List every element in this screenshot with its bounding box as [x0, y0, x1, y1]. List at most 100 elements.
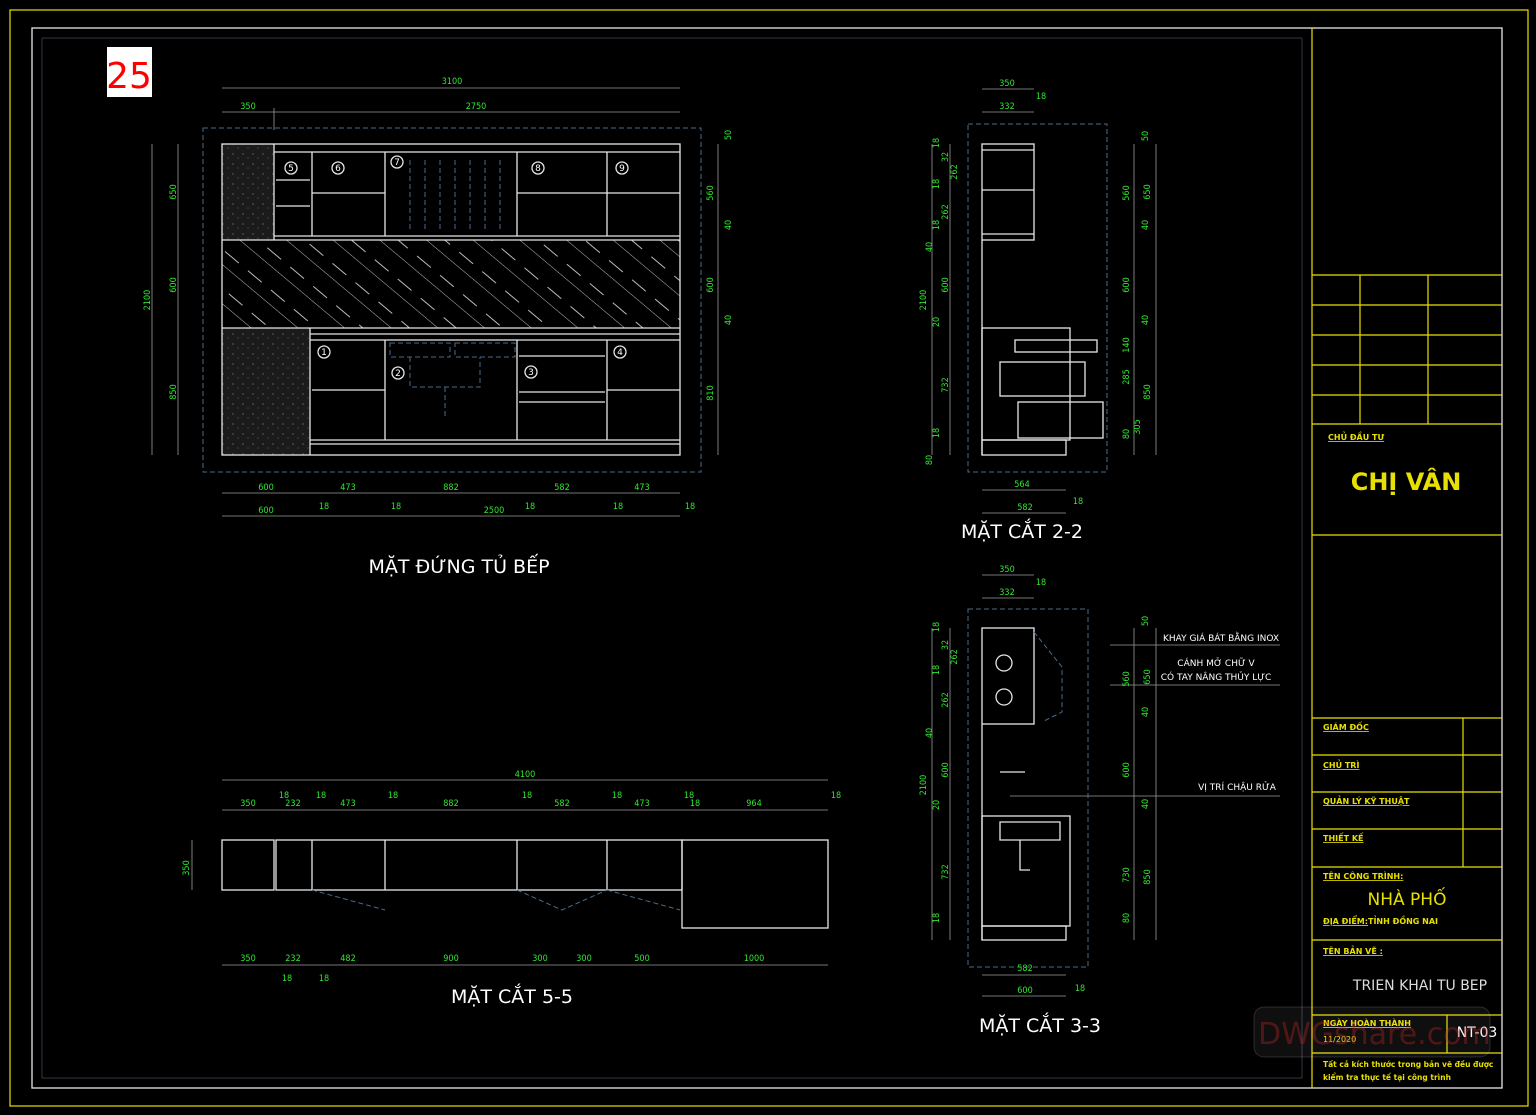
dimension-label: 2100	[143, 290, 153, 311]
dimension-label: 18	[685, 502, 695, 512]
dimension-label: 900	[443, 954, 458, 964]
dimension-label: 4100	[515, 770, 536, 780]
dimension-label: 18	[932, 179, 942, 189]
dimension-label: 600	[1122, 277, 1132, 292]
dimension-label: 500	[634, 954, 649, 964]
dimension-label: 300	[532, 954, 547, 964]
watermark: DWGshare.com	[1258, 1017, 1491, 1052]
dimension-label: 882	[443, 483, 458, 493]
cabinet-number-marker	[317, 345, 331, 359]
dimension-label: 850	[169, 384, 179, 399]
dimension-label: 582	[1017, 503, 1032, 513]
title-block	[1311, 28, 1502, 1088]
dimension-label: 850	[1143, 869, 1153, 884]
dimension-label: 650	[1143, 669, 1153, 684]
cabinet-number: 9	[619, 164, 625, 174]
dimension-label: 350	[240, 954, 255, 964]
disclaimer-line-1: Tất cả kích thước trong bản vẽ đều được	[1323, 1060, 1493, 1069]
dimension-label: 50	[724, 130, 734, 140]
cabinet-number-marker	[524, 365, 538, 379]
dimension-label: 600	[941, 762, 951, 777]
section-5-5	[191, 779, 829, 966]
dimension-label: 582	[554, 483, 569, 493]
dimension-label: 18	[690, 799, 700, 809]
dimension-label: 18	[684, 791, 694, 801]
dimension-label: 600	[169, 277, 179, 292]
dimension-label: 232	[285, 954, 300, 964]
cabinet-number-marker	[615, 161, 629, 175]
watermark-box	[1253, 1006, 1491, 1058]
dimension-label: 18	[932, 622, 942, 632]
dimension-label: 482	[340, 954, 355, 964]
dimension-label: 18	[1036, 92, 1046, 102]
dimension-label: 18	[1036, 578, 1046, 588]
dimension-label: 730	[1122, 867, 1132, 882]
cabinet-number-marker	[284, 161, 298, 175]
disclaimer-line-2: kiểm tra thực tế tại công trình	[1323, 1073, 1451, 1082]
dimension-label: 18	[932, 665, 942, 675]
dimension-label: 80	[1122, 913, 1132, 923]
dimension-label: 332	[999, 588, 1014, 598]
dimension-label: 80	[1122, 429, 1132, 439]
cabinet-number-marker	[390, 155, 404, 169]
dimension-label: 473	[634, 483, 649, 493]
dimension-label: 40	[1141, 220, 1151, 230]
sheet-badge-number: 25	[106, 56, 152, 97]
dimension-label: 140	[1122, 337, 1132, 352]
dimension-label: 350	[240, 102, 255, 112]
dimension-label: 262	[950, 649, 960, 664]
dimension-label: 32	[941, 640, 951, 650]
dimension-label: 2100	[919, 290, 929, 311]
owner-name: CHỊ VÂN	[1351, 467, 1462, 496]
dimension-label: 18	[316, 791, 326, 801]
dimension-label: 564	[1014, 480, 1029, 490]
dimension-label: 20	[932, 800, 942, 810]
dimension-label: 350	[240, 799, 255, 809]
dimension-label: 3100	[442, 77, 463, 87]
dimension-label: 32	[941, 152, 951, 162]
project-name: NHÀ PHỐ	[1368, 886, 1447, 910]
cabinet-number: 1	[321, 348, 327, 358]
elevation-title: MẶT ĐỨNG TỦ BẾP	[368, 553, 549, 578]
dimension-label: 18	[525, 502, 535, 512]
dimension-label: 582	[1017, 964, 1032, 974]
dimension-label: 18	[319, 502, 329, 512]
dimension-label: 2750	[466, 102, 487, 112]
dimension-label: 18	[1075, 984, 1085, 994]
dimension-label: 50	[1141, 616, 1151, 626]
dimension-label: 473	[634, 799, 649, 809]
kitchen-elevation	[151, 87, 719, 517]
project-label: TÊN CÔNG TRÌNH:	[1323, 870, 1403, 881]
dimension-label: 40	[1141, 315, 1151, 325]
dimension-label: 18	[279, 791, 289, 801]
dimension-label: 1000	[744, 954, 765, 964]
dimension-label: 18	[391, 502, 401, 512]
dimension-label: 473	[340, 799, 355, 809]
annotation-note: KHAY GIÁ BÁT BẰNG INOX	[1163, 631, 1279, 644]
dimension-label: 882	[443, 799, 458, 809]
dimension-label: 300	[576, 954, 591, 964]
dimension-label: 18	[1073, 497, 1083, 507]
sheet-badge	[107, 47, 152, 97]
dimension-label: 18	[282, 974, 292, 984]
dimension-label: 600	[258, 483, 273, 493]
inner-frame	[31, 27, 1503, 1089]
dimension-label: 560	[1122, 185, 1132, 200]
annotation-note: VỊ TRÍ CHẬU RỬA	[1198, 781, 1277, 793]
dimension-label: 262	[941, 204, 951, 219]
cabinet-number: 8	[535, 164, 541, 174]
dimension-label: 40	[724, 220, 734, 230]
dimension-label: 600	[1122, 762, 1132, 777]
dimension-label: 850	[1143, 384, 1153, 399]
drawing-label: TÊN BẢN VẼ :	[1323, 945, 1383, 956]
dimension-label: 600	[258, 506, 273, 516]
dimension-label: 332	[999, 102, 1014, 112]
location-value: TỈNH ĐỒNG NAI	[1368, 914, 1438, 926]
dimension-label: 18	[831, 791, 841, 801]
dimension-label: 810	[706, 385, 716, 400]
cabinet-number: 2	[395, 369, 401, 379]
dimension-label: 305	[1133, 419, 1143, 434]
owner-label: CHỦ ĐẦU TƯ	[1328, 430, 1384, 442]
section-3-3-title: MẶT CẮT 3-3	[979, 1011, 1101, 1037]
